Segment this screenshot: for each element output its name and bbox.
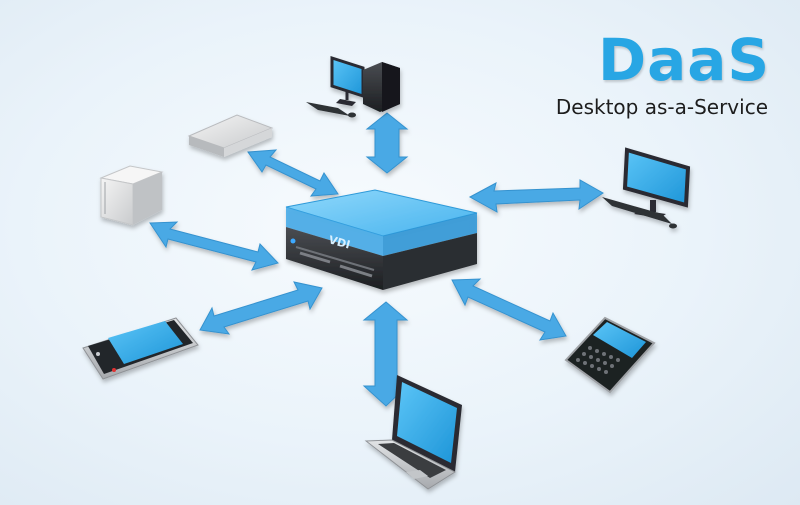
arrow-phone: [199, 281, 323, 335]
smartphone-icon: [564, 316, 656, 394]
daas-title: DaaS: [598, 26, 771, 94]
arrow-desktop-right: [468, 179, 604, 213]
thin-client-icon: [187, 114, 274, 157]
vdi-label: VDI: [327, 233, 351, 251]
daas-subtitle: Desktop as-a-Service: [555, 95, 768, 119]
mobile-phone-icon: [82, 317, 199, 380]
arrow-thin-client: [247, 149, 339, 197]
desktop-computer-top-icon: [306, 55, 400, 118]
arrow-desktop-top: [365, 112, 409, 174]
connection-arrows: [149, 112, 604, 407]
laptop-icon: [364, 375, 462, 490]
arrow-smartphone: [451, 278, 567, 341]
vdi-server-hub: VDI: [285, 189, 478, 290]
mini-tower-icon: [99, 165, 164, 226]
arrow-tower: [149, 221, 279, 271]
arrow-laptop: [362, 301, 409, 407]
desktop-monitor-right-icon: [602, 147, 691, 229]
